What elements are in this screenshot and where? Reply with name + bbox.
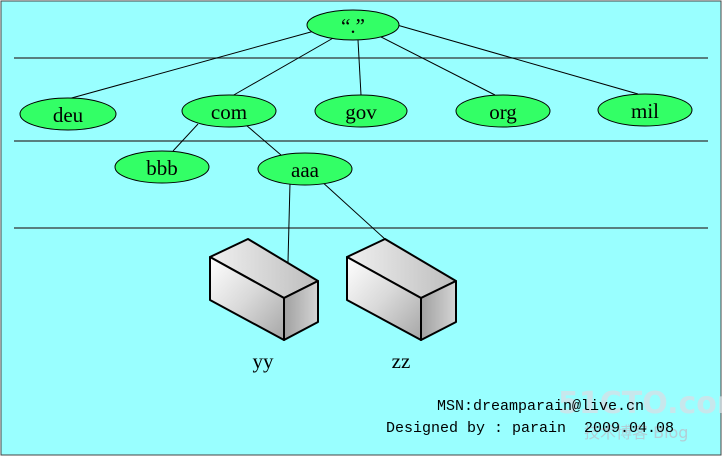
node-bbb: bbb — [114, 150, 210, 184]
server-box-icon-zz — [346, 238, 457, 341]
node-deu: deu — [19, 97, 117, 131]
node-mil-label: mil — [631, 99, 659, 123]
node-aaa-label: aaa — [291, 158, 320, 182]
credit-msn: MSN:dreamparain@live.cn — [437, 398, 644, 415]
node-gov: gov — [314, 94, 408, 128]
server-box-icon-yy — [209, 238, 319, 341]
node-root: “.” — [306, 9, 400, 41]
edge-root-gov — [357, 39, 362, 96]
node-com: com — [181, 94, 277, 128]
credit-designed-by: Designed by : parain 2009.04.08 — [386, 420, 674, 437]
node-org: org — [455, 94, 551, 128]
node-aaa: aaa — [257, 152, 353, 186]
watermark-logo: 51CTO.com 技术博客 Blog — [558, 386, 722, 442]
watermark-sub-text: 技术博客 Blog — [584, 423, 688, 442]
node-org-label: org — [489, 100, 517, 124]
host-label-yy: yy — [253, 349, 275, 373]
node-com-label: com — [211, 100, 247, 124]
edge-aaa-yy — [287, 182, 291, 263]
edge-com-bbb — [172, 123, 199, 152]
edge-root-deu — [67, 29, 319, 100]
host-label-zz: zz — [392, 349, 411, 373]
watermark-logo-text: 51CTO.com — [558, 386, 722, 421]
edge-root-com — [231, 36, 336, 97]
node-gov-label: gov — [345, 100, 377, 124]
edge-com-aaa — [245, 124, 282, 156]
edge-root-org — [380, 36, 496, 96]
node-mil: mil — [597, 93, 693, 127]
node-deu-label: deu — [53, 103, 84, 127]
edge-root-mil — [396, 24, 639, 95]
node-root-label: “.” — [341, 14, 365, 38]
edge-aaa-zz — [319, 179, 387, 241]
node-bbb-label: bbb — [146, 156, 178, 180]
